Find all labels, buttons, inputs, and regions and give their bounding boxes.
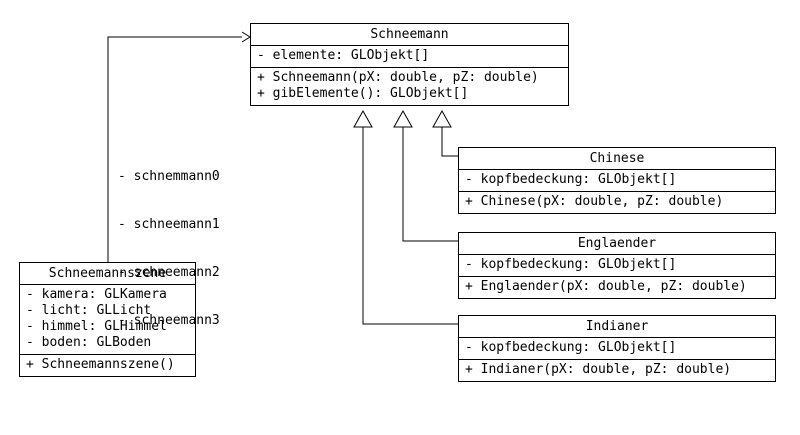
methods-section: + Chinese(pX: double, pZ: double) [459,192,775,213]
role-label: - schneemann3 [118,313,220,328]
attribute: - kopfbedeckung: GLObjekt[] [465,340,677,355]
attributes-section: - kopfbedeckung: GLObjekt[] [459,338,775,360]
class-chinese[interactable]: Chinese - kopfbedeckung: GLObjekt[] + Ch… [458,147,776,214]
attribute: - licht: GLLicht [26,303,152,318]
attributes-section: - kopfbedeckung: GLObjekt[] [459,170,775,192]
association-role-labels: - schnemmann0 - schneemann1 - schneemann… [118,137,220,345]
method: + Schneemann(pX: double, pZ: double) [257,70,539,85]
inheritance-line-chinese [441,127,458,157]
attribute: - kamera: GLKamera [26,287,167,302]
inheritance-triangle-chinese [432,109,452,128]
methods-section: + Schneemann(pX: double, pZ: double) + g… [251,68,568,105]
attribute: - kopfbedeckung: GLObjekt[] [465,172,677,187]
inheritance-line-indianer [362,127,458,325]
class-name: Schneemannszene [20,263,195,285]
class-name: Englaender [459,233,775,255]
method: + Indianer(pX: double, pZ: double) [465,362,732,377]
method: + Schneemannszene() [26,357,175,372]
association-line [107,36,242,262]
attributes-section: - elemente: GLObjekt[] [251,46,568,68]
class-schneemannszene[interactable]: Schneemannszene - kamera: GLKamera - lic… [19,262,196,377]
attribute: - himmel: GLHimmel [26,319,167,334]
attribute: - kopfbedeckung: GLObjekt[] [465,257,677,272]
class-name: Indianer [459,316,775,338]
association-arrowhead [241,31,251,43]
method: + Englaender(pX: double, pZ: double) [465,279,747,294]
methods-section: + Englaender(pX: double, pZ: double) [459,277,775,298]
inheritance-triangle-englaender [393,109,413,128]
attributes-section: - kamera: GLKamera - licht: GLLicht - hi… [20,285,195,355]
class-name: Chinese [459,148,775,170]
class-englaender[interactable]: Englaender - kopfbedeckung: GLObjekt[] +… [458,232,776,299]
methods-section: + Schneemannszene() [20,355,195,376]
role-label: - schnemmann0 [118,169,220,184]
class-name: Schneemann [251,24,568,46]
attributes-section: - kopfbedeckung: GLObjekt[] [459,255,775,277]
methods-section: + Indianer(pX: double, pZ: double) [459,360,775,381]
role-label: - schneemann2 [118,265,220,280]
method: + Chinese(pX: double, pZ: double) [465,194,724,209]
inheritance-triangle-indianer [353,109,373,128]
attribute: - elemente: GLObjekt[] [257,48,430,63]
class-indianer[interactable]: Indianer - kopfbedeckung: GLObjekt[] + I… [458,315,776,382]
role-label: - schneemann1 [118,217,220,232]
inheritance-line-englaender [402,127,458,242]
attribute: - boden: GLBoden [26,335,152,350]
class-schneemann[interactable]: Schneemann - elemente: GLObjekt[] + Schn… [250,23,569,106]
method: + gibElemente(): GLObjekt[] [257,86,469,101]
